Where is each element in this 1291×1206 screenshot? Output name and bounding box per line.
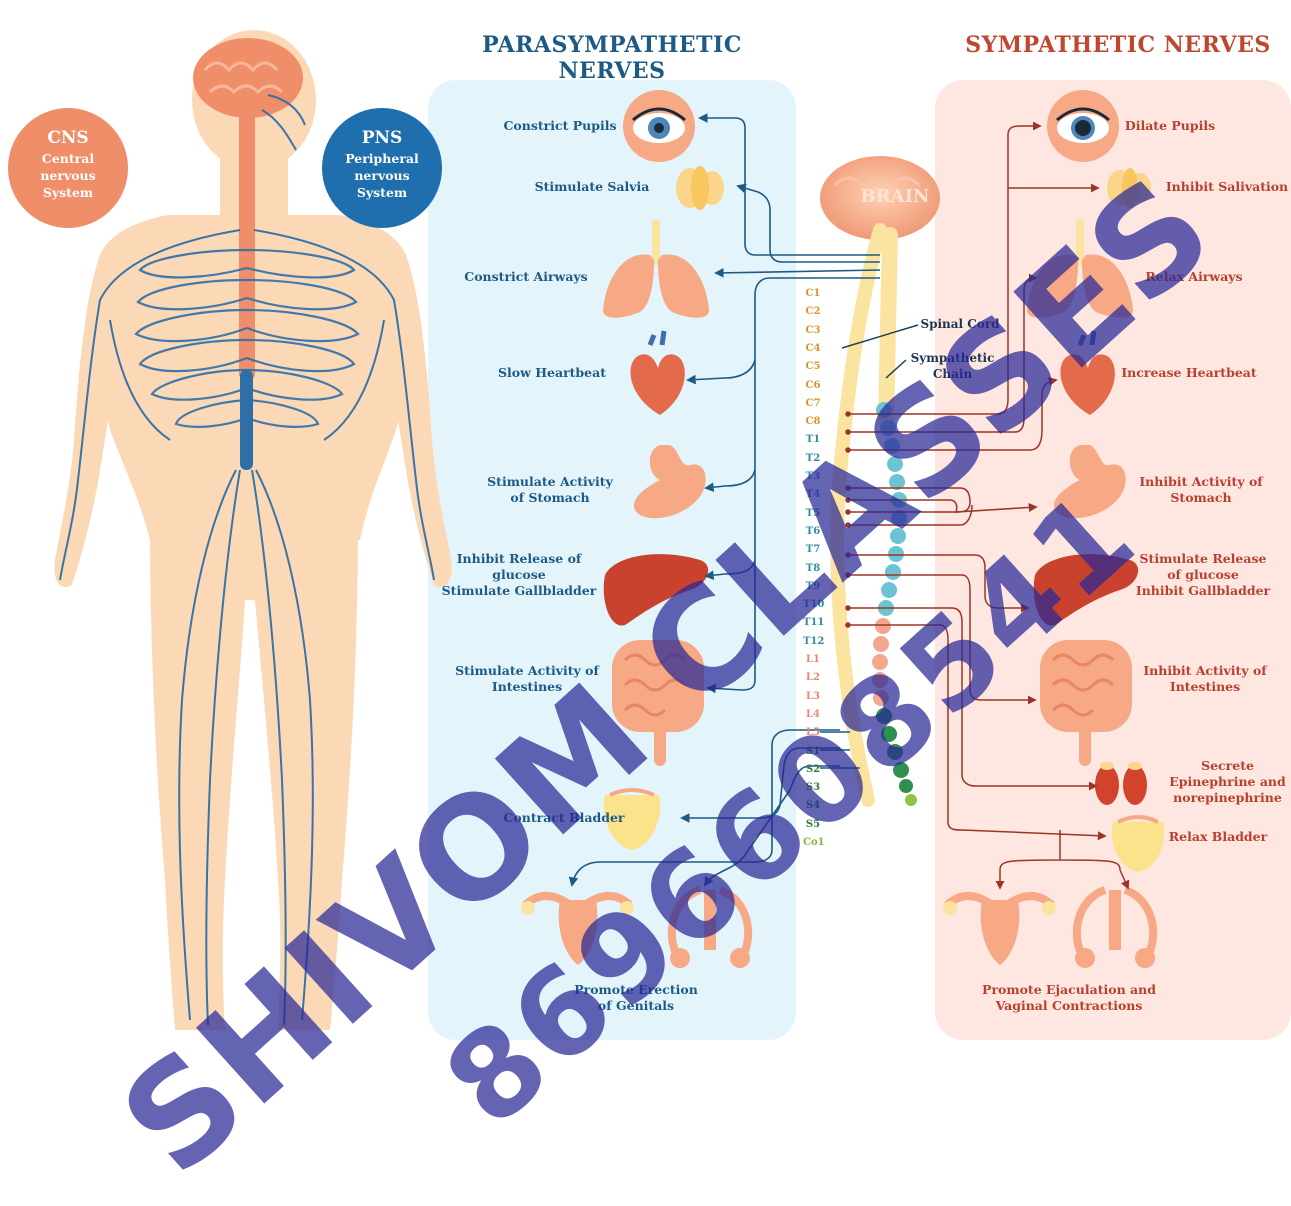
label-stimulate-saliva: Stimulate Salvia bbox=[512, 179, 672, 195]
label-constrict-pupils: Constrict Pupils bbox=[480, 118, 640, 134]
brain-label: BRAIN bbox=[840, 186, 950, 207]
spinal-segment-c7: C7 bbox=[803, 398, 823, 409]
spinal-segment-c6: C6 bbox=[803, 380, 823, 391]
label-stimulate-stomach: Stimulate Activity of Stomach bbox=[470, 474, 630, 506]
label-secrete-epinephrine: Secrete Epinephrine and norepinephrine bbox=[1164, 758, 1291, 806]
pns-description: Peripheral nervous System bbox=[332, 150, 432, 201]
cns-title: CNS bbox=[18, 128, 118, 148]
label-inhibit-intestines: Inhibit Activity of Intestines bbox=[1134, 663, 1276, 695]
para-salivary-gland-icon bbox=[676, 166, 724, 210]
spinal-segment-c3: C3 bbox=[803, 325, 823, 336]
spinal-segment-c1: C1 bbox=[803, 288, 823, 299]
cns-description: Central nervous System bbox=[18, 150, 118, 201]
spinal-segment-c2: C2 bbox=[803, 306, 823, 317]
label-promote-ejaculation: Promote Ejaculation and Vaginal Contract… bbox=[964, 982, 1174, 1014]
spinal-segment-c5: C5 bbox=[803, 361, 823, 372]
pns-title: PNS bbox=[332, 128, 432, 148]
nervous-system-diagram: PARASYMPATHETIC NERVES SYMPATHETIC NERVE… bbox=[0, 0, 1291, 1059]
brain-icon bbox=[193, 38, 303, 118]
spinal-segment-c4: C4 bbox=[803, 343, 823, 354]
spinal-segment-l2: L2 bbox=[803, 672, 823, 683]
label-increase-heartbeat: Increase Heartbeat bbox=[1118, 365, 1260, 381]
sympathetic-header: SYMPATHETIC NERVES bbox=[960, 32, 1276, 58]
label-dilate-pupils: Dilate Pupils bbox=[1110, 118, 1230, 134]
label-constrict-airways: Constrict Airways bbox=[446, 269, 606, 285]
label-relax-bladder: Relax Bladder bbox=[1166, 829, 1270, 845]
parasympathetic-header: PARASYMPATHETIC NERVES bbox=[428, 32, 796, 84]
label-inhibit-glucose: Inhibit Release of glucose Stimulate Gal… bbox=[438, 551, 600, 599]
symp-eye-icon bbox=[1047, 90, 1119, 162]
label-inhibit-salivation: Inhibit Salivation bbox=[1164, 179, 1290, 195]
spinal-segment-c8: C8 bbox=[803, 416, 823, 427]
label-slow-heartbeat: Slow Heartbeat bbox=[472, 365, 632, 381]
label-inhibit-stomach: Inhibit Activity of Stomach bbox=[1130, 474, 1272, 506]
